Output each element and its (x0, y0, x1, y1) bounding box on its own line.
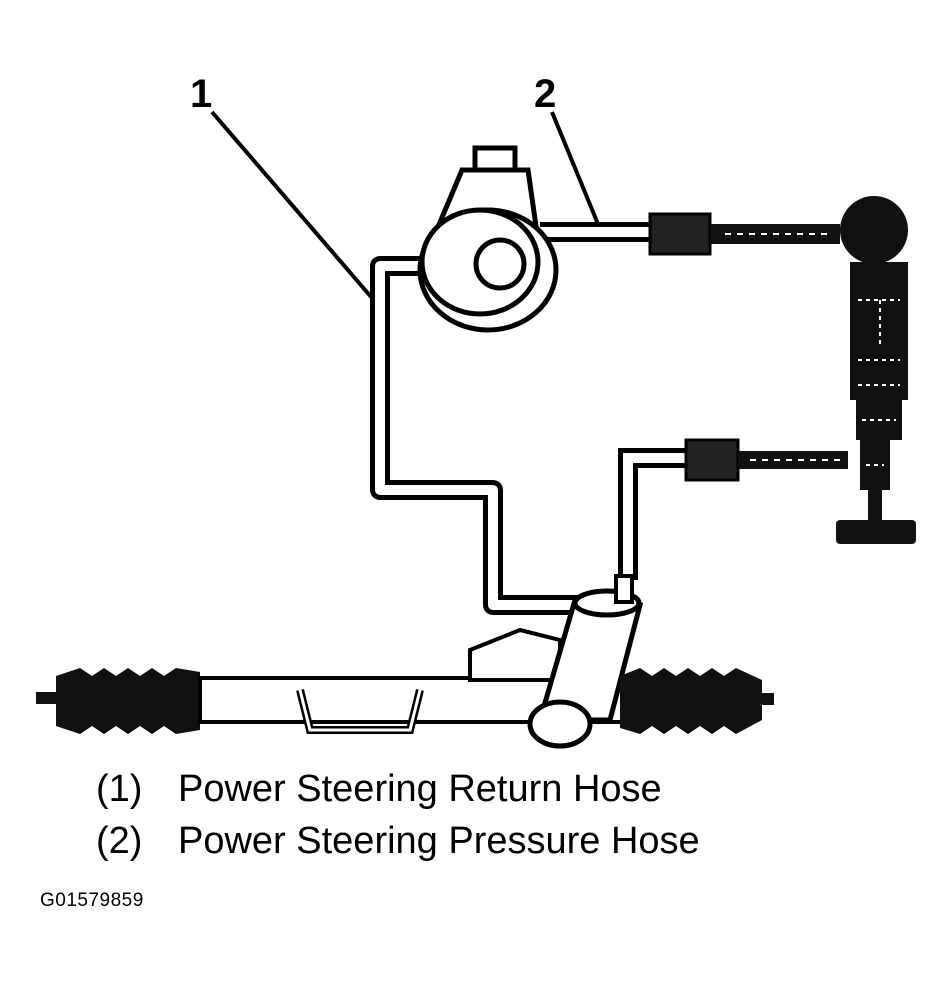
right-boot (620, 668, 762, 734)
power-steering-pump (417, 145, 559, 333)
leader-line-2 (550, 111, 600, 225)
legend-number: (1) (96, 768, 143, 810)
lower-line (618, 438, 848, 580)
pressure-hose (540, 212, 840, 256)
left-boot (56, 668, 200, 734)
steering-gear (36, 574, 774, 749)
legend-label: Power Steering Return Hose (178, 768, 662, 810)
legend-item-pressure-hose: (2) Power Steering Pressure Hose (96, 822, 700, 860)
legend-number: (2) (96, 820, 143, 862)
figure-id: G01579859 (40, 890, 144, 911)
legend-item-return-hose: (1) Power Steering Return Hose (96, 770, 662, 808)
cooler-assembly (836, 196, 916, 544)
valve-housing (527, 574, 644, 749)
legend-label: Power Steering Pressure Hose (178, 820, 700, 862)
callout-1: 1 (190, 72, 213, 116)
callout-2: 2 (534, 72, 557, 116)
leader-line-1 (210, 110, 374, 300)
power-steering-hose-diagram (36, 110, 916, 749)
return-hose (370, 256, 595, 615)
